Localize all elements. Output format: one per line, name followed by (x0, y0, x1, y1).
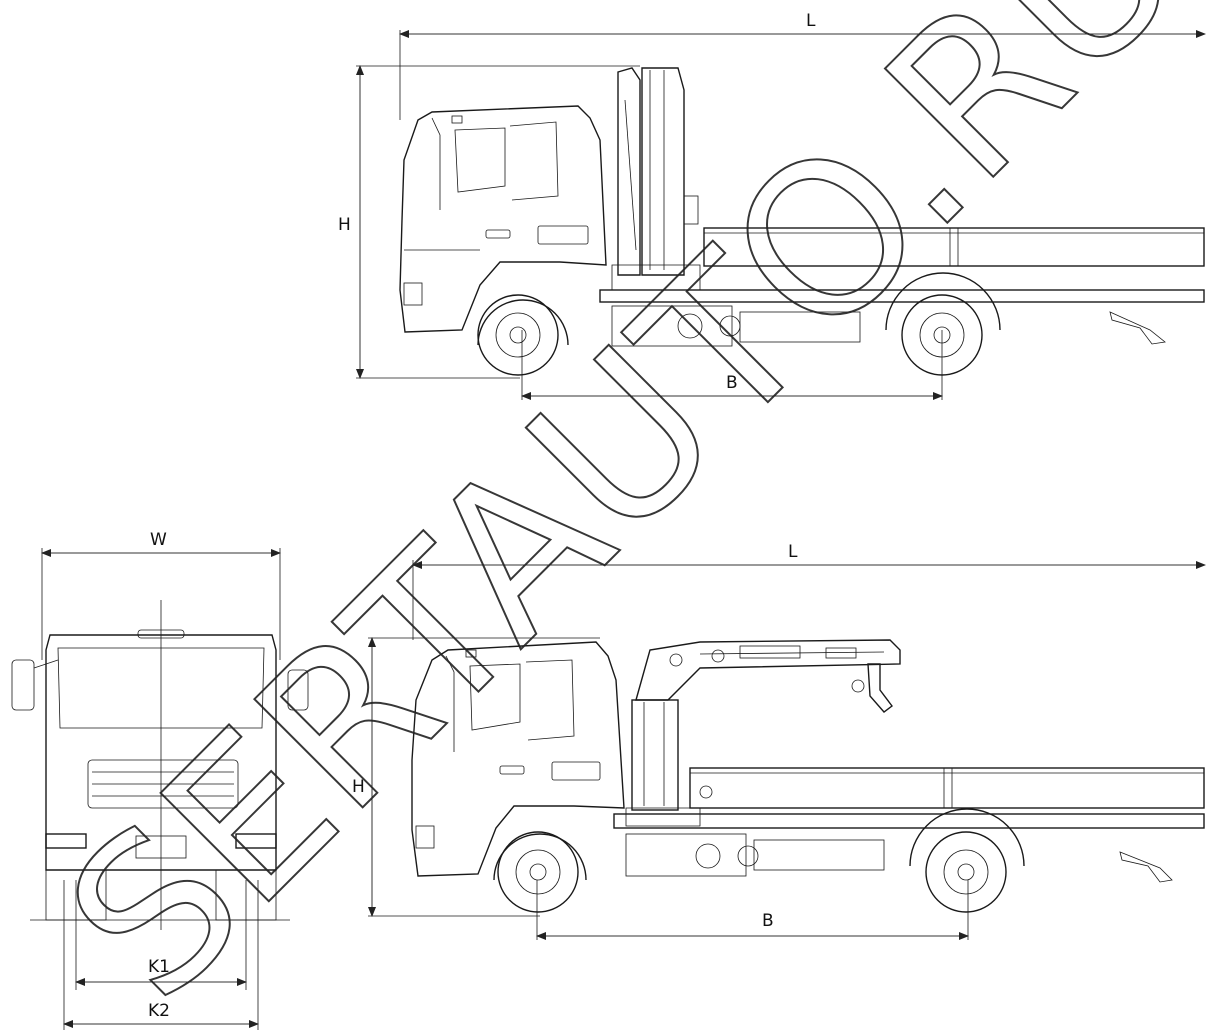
cab-outline (399, 105, 607, 333)
rear-wheel-2 (909, 808, 1025, 913)
width-label: W (150, 530, 167, 550)
front-wheel-2 (493, 831, 587, 913)
track2-label: K2 (148, 1001, 170, 1021)
cab-outline-2 (411, 641, 625, 877)
side-view-stowed: L H B (338, 11, 1206, 400)
length-label-2: L (788, 542, 798, 562)
rear-wheel (885, 272, 1001, 376)
wheelbase-label: B (726, 373, 738, 393)
height-label-2: H (352, 777, 365, 797)
track1-label: K1 (148, 957, 170, 977)
cargo-platform-2 (613, 767, 1205, 829)
crane-folded (611, 67, 701, 291)
height-label: H (338, 215, 351, 235)
watermark: SERTAUTO.RU (21, 0, 1208, 1033)
side-view-extended: L H B (352, 542, 1206, 940)
front-wheel (477, 294, 569, 376)
front-view: W K1 K2 (11, 530, 309, 1030)
watermark-text: SERTAUTO.RU (22, 0, 1208, 1033)
length-label: L (806, 11, 816, 31)
crane-extended (625, 639, 901, 827)
wheelbase-label-2: B (762, 911, 774, 931)
